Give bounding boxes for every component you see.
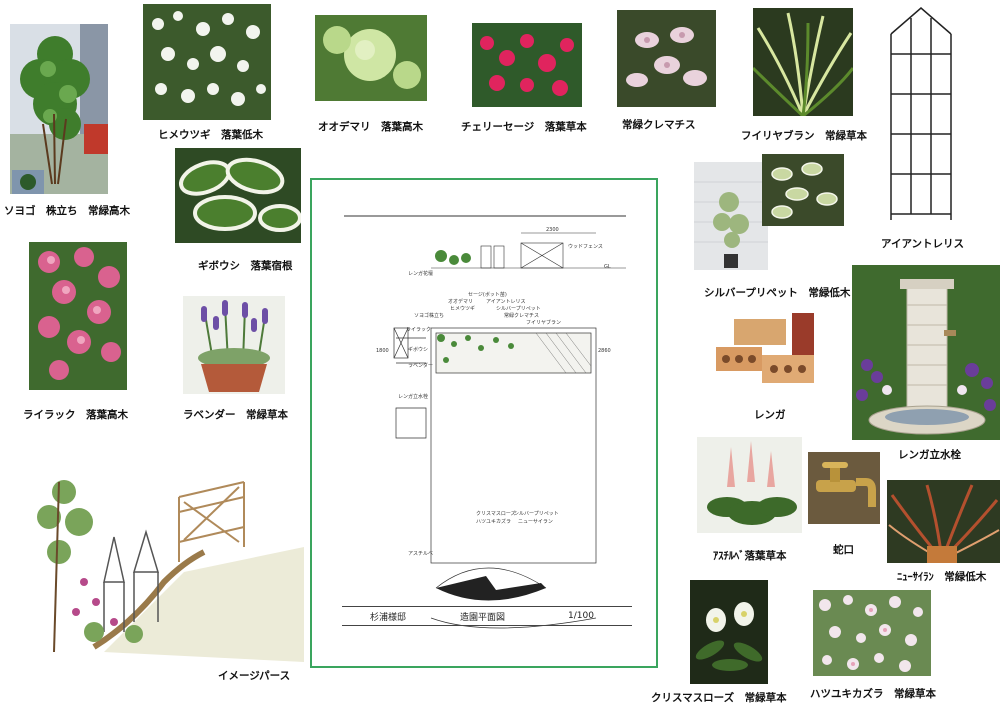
plan-label-silver-privet-2: シルバープリペット	[514, 511, 559, 517]
plan-owner: 杉浦様邸	[370, 612, 407, 623]
lavender-photo	[183, 296, 285, 394]
giboushi-photo	[175, 148, 301, 243]
image-perse-sketch	[4, 452, 304, 662]
new-zealand-flax-caption: ﾆｭｰｻｲﾗﾝ 常緑低木	[897, 571, 987, 583]
lilac-caption: ライラック 落葉高木	[23, 409, 128, 421]
clematis-caption: 常緑クレマチス	[622, 119, 696, 131]
garden-plan-frame: ウッドフェンス 2300 GL レンガ花壇 セージ(ボット苗) オオデマリ ヒメ…	[310, 178, 658, 668]
plan-label-lavender: ラベンダー	[408, 363, 434, 369]
garden-plan-drawing	[344, 215, 626, 629]
plan-label-soyogo: ソヨゴ株立ち	[414, 313, 445, 319]
fuiri-yaburan-caption: フイリヤブラン 常緑草本	[741, 130, 867, 142]
silver-privet-photo	[694, 162, 768, 270]
plan-label-christmas-rose: クリスマスローズ	[476, 511, 516, 517]
plan-label-hatsuyuki: ハツユキカズラ	[476, 519, 512, 525]
hatsuyukikazura-photo	[813, 590, 931, 676]
plan-label-dim-1800: 1800	[376, 348, 389, 354]
silver-privet-caption: シルバープリペット 常緑低木	[704, 287, 851, 299]
hatsuyukikazura-caption: ハツユキカズラ 常緑草本	[810, 688, 936, 700]
giboushi-caption: ギボウシ 落葉宿根	[198, 260, 293, 272]
brick-caption: レンガ	[754, 409, 786, 421]
plan-label-himeutsugi: ヒメウツギ	[450, 306, 476, 312]
himeutsugi-photo	[143, 4, 271, 120]
soyogo-caption: ソヨゴ 株立ち 常緑高木	[4, 205, 130, 217]
plan-drawing-title: 造園平面図	[460, 612, 506, 623]
soyogo-photo	[10, 24, 108, 194]
cherry-sage-photo	[472, 23, 582, 107]
plan-label-gl: GL	[604, 264, 611, 270]
christmas-rose-caption: クリスマスローズ 常緑草本	[651, 692, 787, 704]
plan-label-dim-2300: 2300	[546, 227, 559, 233]
cherry-sage-caption: チェリーセージ 落葉草本	[461, 121, 587, 133]
plan-label-new-zealand-flax: ニューサイラン	[518, 519, 553, 525]
new-zealand-flax-photo	[887, 480, 1000, 563]
brick-faucet-photo	[852, 265, 1000, 440]
fuiri-yaburan-photo	[753, 8, 853, 116]
plan-label-silver-privet: シルバープリペット	[496, 306, 541, 312]
plan-label-oodemari: オオデマリ	[448, 299, 474, 305]
lilac-photo	[29, 242, 127, 390]
brick-photo	[712, 311, 824, 396]
astilbe-photo	[697, 437, 802, 533]
image-perse-caption: イメージパース	[218, 670, 291, 682]
plan-label-brick-faucet: レンガ立水栓	[398, 394, 429, 400]
plan-label-sage: セージ(ボット苗)	[468, 292, 507, 298]
faucet-photo	[808, 452, 880, 524]
plan-label-wood-fence: ウッドフェンス	[568, 244, 603, 250]
garden-plan-sheet: ウッドフェンス 2300 GL レンガ花壇 セージ(ボット苗) オオデマリ ヒメ…	[336, 188, 634, 658]
plan-label-fuiri: フイリヤブラン	[526, 320, 562, 326]
plan-scale: 1/100	[568, 611, 594, 621]
brick-faucet-caption: レンガ立水栓	[898, 449, 961, 461]
plan-label-astilbe: アスチルベ	[408, 551, 434, 557]
clematis-photo	[617, 10, 716, 107]
plan-label-dim-2860: 2860	[598, 348, 611, 354]
oodemari-caption: オオデマリ 落葉高木	[318, 121, 423, 133]
plan-label-lilac: ライラック	[406, 327, 432, 333]
christmas-rose-photo	[690, 580, 768, 684]
plan-label-iron-trellis: アイアントレリス	[486, 299, 526, 305]
oodemari-photo	[315, 15, 427, 101]
iron-trellis-drawing	[885, 4, 957, 226]
plan-label-clematis: 常緑クレマチス	[504, 313, 540, 319]
plan-label-brick-bed: レンガ花壇	[408, 271, 434, 277]
faucet-caption: 蛇口	[833, 544, 854, 556]
plan-title-block: 杉浦様邸 造園平面図 1/100	[342, 606, 632, 626]
plan-label-giboushi: ギボウシ	[408, 347, 429, 353]
himeutsugi-caption: ヒメウツギ 落葉低木	[158, 129, 263, 141]
iron-trellis-caption: アイアントレリス	[881, 238, 965, 250]
lavender-caption: ラベンダー 常緑草本	[183, 409, 288, 421]
astilbe-caption: ｱｽﾁﾙﾍﾞ落葉草本	[713, 550, 787, 562]
silver-privet-closeup-photo	[762, 154, 844, 226]
